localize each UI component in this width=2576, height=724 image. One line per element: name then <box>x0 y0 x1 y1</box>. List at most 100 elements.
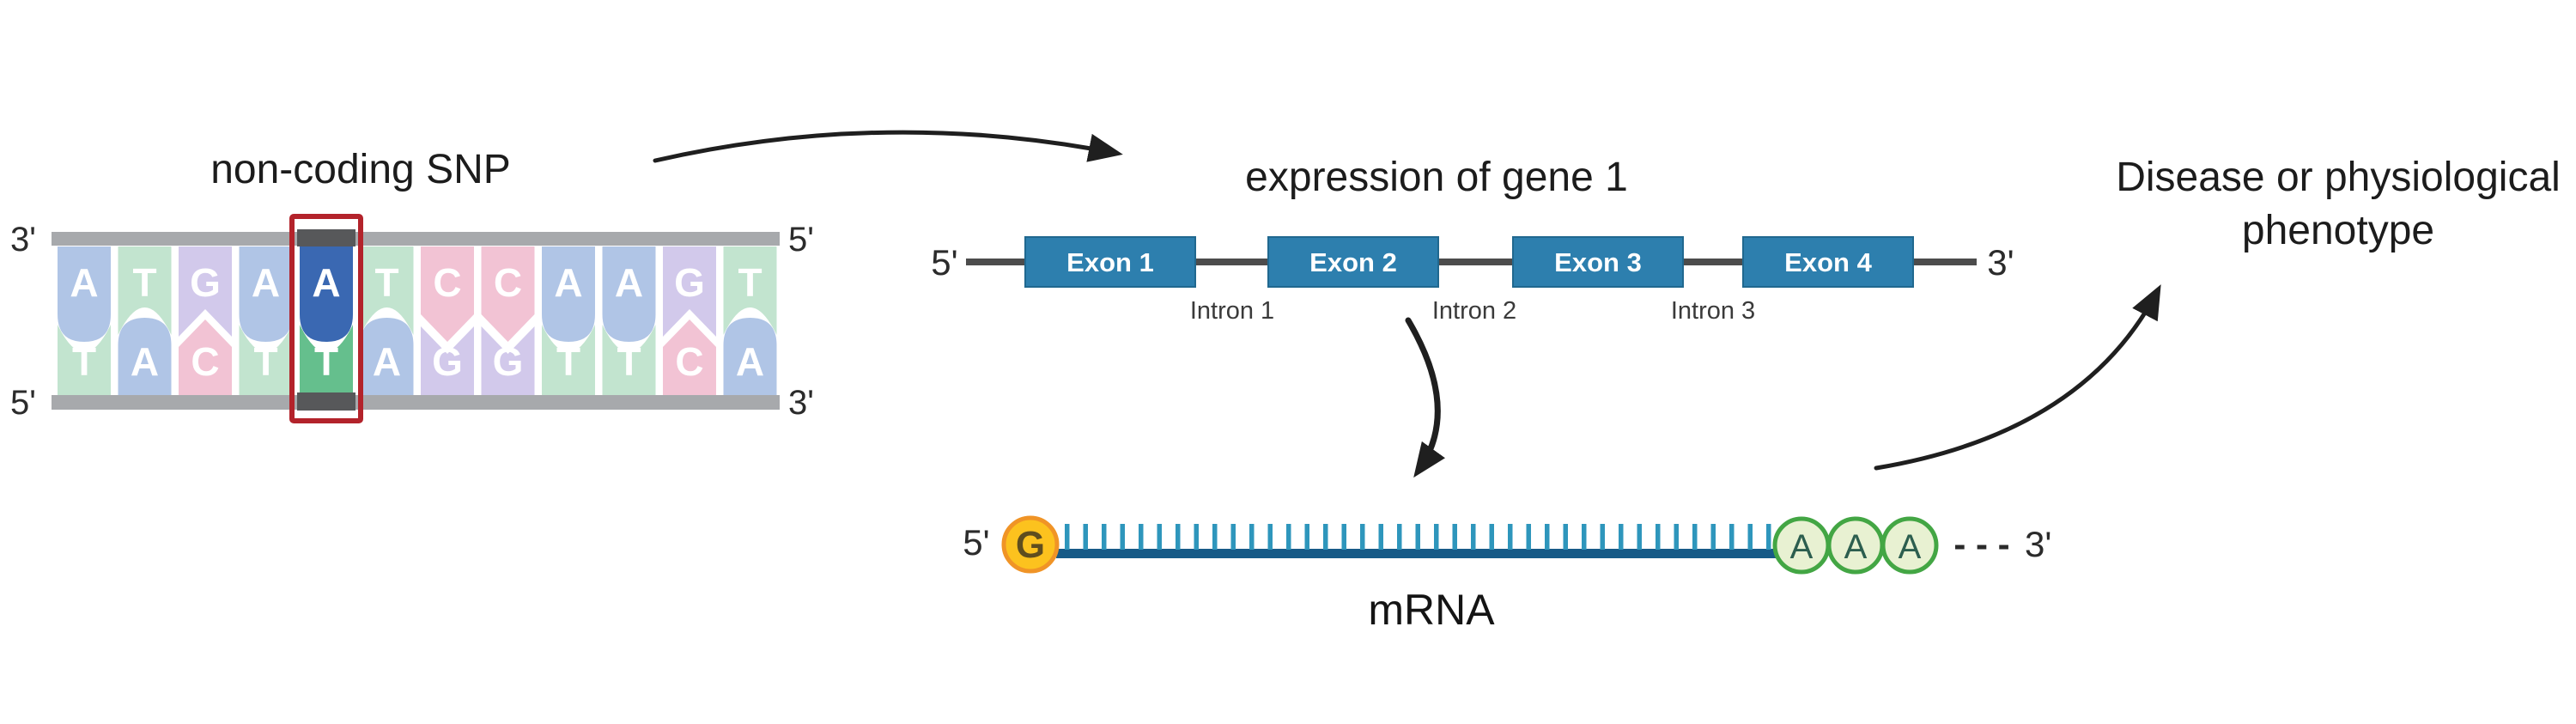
dna-letter-top: C <box>433 260 461 305</box>
mrna-tick <box>1452 524 1457 550</box>
mrna-tick <box>1323 524 1328 550</box>
mrna-tick <box>1139 524 1144 550</box>
dna-letter-top: G <box>674 260 705 305</box>
mrna-tick <box>1102 524 1107 550</box>
dna-base-bottom-T <box>58 325 111 395</box>
exon-box <box>1512 236 1684 288</box>
dna-letter-bottom: G <box>493 339 524 384</box>
exon-box <box>1267 236 1439 288</box>
dna-letter-top: A <box>252 260 280 305</box>
dna-letter-top: G <box>190 260 221 305</box>
dna-base-bottom-A <box>118 318 172 395</box>
dna-label-top-right: 5' <box>788 221 814 259</box>
mrna-ticks <box>1065 524 1771 550</box>
dna-base-bottom-A <box>360 318 414 395</box>
dna-letter-top: A <box>554 260 582 305</box>
mrna-tick <box>1360 524 1365 550</box>
dna-base-bottom-T <box>542 325 595 395</box>
dna-letter-top: C <box>494 260 522 305</box>
exon-label: Exon 1 <box>1066 247 1154 277</box>
dna-base-top-T <box>360 246 414 335</box>
dna-base-top-G <box>663 246 716 337</box>
dna-backbone-bottom <box>52 395 780 410</box>
arrow-mrna-to-phenotype <box>1874 284 2161 471</box>
mrna-strand <box>1056 549 1776 558</box>
dna-base-bottom-G <box>481 326 535 395</box>
mrna-tick <box>1582 524 1587 550</box>
dna-letter-bottom: G <box>432 339 463 384</box>
mrna-tick <box>1267 524 1273 550</box>
mrna-tick <box>1600 524 1605 550</box>
dna-letter-bottom: A <box>373 339 401 384</box>
arrow-dna-to-gene <box>653 130 1123 163</box>
mrna-tick <box>1230 524 1236 550</box>
mrna-tick <box>1637 524 1642 550</box>
exon-box <box>1742 236 1914 288</box>
gene-three-prime: 3' <box>1987 242 2014 283</box>
polya-letter: A <box>1844 528 1868 566</box>
mrna-tick <box>1378 524 1383 550</box>
dna-letter-bottom: A <box>131 339 159 384</box>
dna-base-bottom-T <box>239 325 293 395</box>
intron-label: Intron 3 <box>1671 297 1755 325</box>
dna-base-top-A <box>602 246 656 342</box>
mrna-tick <box>1065 524 1070 550</box>
mrna-tick <box>1249 524 1255 550</box>
mrna-tick <box>1656 524 1661 550</box>
dna-label-bottom-left: 5' <box>10 384 36 422</box>
mrna-tick <box>1157 524 1162 550</box>
dna-base-bottom-A <box>723 318 777 395</box>
mrna-tick <box>1083 524 1088 550</box>
mrna-tick <box>1397 524 1402 550</box>
phenotype-section: Disease or physiological phenotype <box>2116 155 2561 253</box>
mrna-tick <box>1692 524 1698 550</box>
dna-letter-top: T <box>132 260 156 305</box>
mrna-tick <box>1766 524 1771 550</box>
dna-letter-top: A <box>615 260 643 305</box>
exon-label: Exon 3 <box>1554 247 1642 277</box>
mrna-tick <box>1212 524 1218 550</box>
dna-base-top-A <box>300 246 353 342</box>
polya-letter: A <box>1899 528 1922 566</box>
dna-letter-top: A <box>70 260 98 305</box>
mrna-tick <box>1563 524 1568 550</box>
dna-base-bottom-T <box>602 325 656 395</box>
dna-base-bottom-C <box>663 319 716 395</box>
mrna-three-prime: 3' <box>2025 524 2051 564</box>
mrna-cap-letter: G <box>1016 524 1045 566</box>
exon-label: Exon 2 <box>1309 247 1397 277</box>
dna-section: non-coding SNP 3' 5' 5' 3' ATTAGCATATTAC… <box>10 147 814 423</box>
mrna-tick <box>1619 524 1624 550</box>
polya-circle <box>1880 516 1939 575</box>
dna-base-top-C <box>421 246 474 342</box>
dna-letter-bottom: C <box>675 339 703 384</box>
mrna-tick <box>1747 524 1753 550</box>
dna-letter-bottom: T <box>314 339 338 384</box>
dna-base-bottom-G <box>421 326 474 395</box>
snp-connector-top <box>297 229 355 246</box>
dna-base-top-G <box>179 246 232 337</box>
dna-base-top-T <box>723 246 777 335</box>
mrna-tick <box>1508 524 1513 550</box>
mrna-tick <box>1120 524 1125 550</box>
dna-letter-bottom: C <box>191 339 219 384</box>
arrow-gene-to-mrna <box>1405 317 1445 478</box>
mrna-tick <box>1729 524 1735 550</box>
mrna-tick <box>1471 524 1476 550</box>
snp-title: non-coding SNP <box>210 147 511 192</box>
dna-letter-bottom: T <box>72 339 96 384</box>
dna-letter-bottom: T <box>617 339 641 384</box>
mrna-tick <box>1415 524 1420 550</box>
mrna-tick <box>1286 524 1291 550</box>
mrna-tick <box>1489 524 1494 550</box>
dna-letter-top: A <box>312 260 340 305</box>
mrna-tick <box>1526 524 1531 550</box>
dna-base-top-A <box>542 246 595 342</box>
mrna-five-prime: 5' <box>963 522 989 563</box>
mrna-five-prime-cap: G <box>1001 515 1060 574</box>
intron-label: Intron 2 <box>1432 297 1516 325</box>
dna-base-bottom-C <box>179 319 232 395</box>
